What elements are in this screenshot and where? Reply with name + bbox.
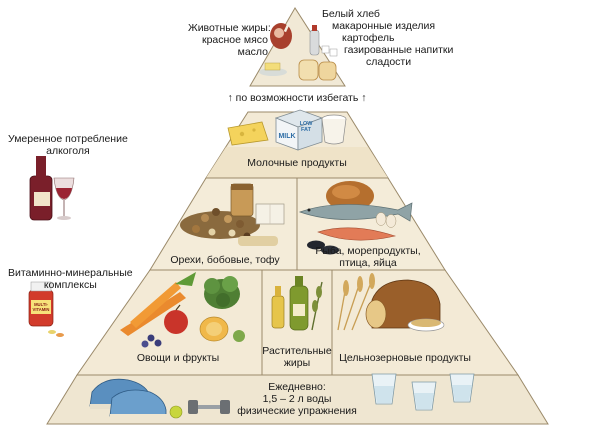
refined-carbs-line-4: газированные напитки (344, 44, 454, 56)
alcohol-line-1: Умеренное потребление (8, 133, 128, 145)
vitamins-label: Витаминно-минеральные комплексы (8, 267, 133, 291)
vitamins-line-2: комплексы (43, 279, 97, 291)
daily-label: Ежедневно: 1,5 – 2 л воды физические упр… (237, 381, 357, 417)
milk-carton-icon: LOW FAT MILK (274, 109, 324, 151)
sugar-icon (321, 45, 338, 57)
dairy-label: Молочные продукты (247, 157, 347, 169)
cheese-icon (227, 121, 269, 146)
alcohol-label: Умеренное потребление алкоголя (8, 133, 128, 157)
vitamin-bottle-icon: MULTI- VITAMIN (28, 281, 64, 337)
oils-label: Растительные жиры (262, 345, 331, 369)
daily-line-2: 1,5 – 2 л воды (262, 393, 332, 405)
refined-carbs-line-5: сладости (366, 56, 412, 68)
avoid-note: ↑ по возможности избегать ↑ (227, 92, 367, 104)
vitamins-line-1: Витаминно-минеральные (8, 267, 133, 279)
band-dairy (206, 147, 388, 178)
oils-line-1: Растительные (262, 345, 332, 357)
carton-text-2: FAT (301, 127, 312, 133)
daily-line-3: физические упражнения (237, 405, 357, 417)
animal-fats-line-3: масло (237, 46, 268, 58)
wine-bottle-icon (29, 156, 53, 221)
carton-text-1: LOW (300, 121, 314, 127)
soda-bottle-icon (309, 25, 320, 56)
sneakers-icon (89, 378, 168, 419)
butter-icon (259, 62, 287, 76)
oil-bottles-icon (271, 276, 323, 331)
dumbbell-icon (188, 400, 230, 414)
refined-carbs-line-3: картофель (342, 32, 395, 44)
vitamin-text-1: MULTI- (34, 302, 48, 307)
grains-label: Цельнозерновые продукты (339, 352, 471, 364)
water-glass-icon (371, 373, 397, 405)
vegetables-fruits-icon (120, 272, 245, 348)
animal-fats-line-1: Животные жиры: (188, 22, 271, 34)
nuts-label: Орехи, бобовые, тофу (170, 254, 280, 266)
oils-line-2: жиры (283, 357, 311, 369)
daily-line-1: Ежедневно: (268, 381, 326, 393)
fish-line-1: Рыба, морепродукты, (315, 245, 421, 257)
nuts-beans-icon (180, 183, 285, 246)
refined-carbs-line-2: макаронные изделия (332, 20, 436, 32)
bread-icon (298, 59, 337, 81)
animal-fats-line-2: красное мясо (201, 34, 268, 46)
fish-label: Рыба, морепродукты, птица, яйца (315, 245, 420, 269)
water-glass-icon (411, 381, 437, 411)
whole-grains-icon (337, 273, 445, 332)
veg-label: Овощи и фрукты (136, 352, 220, 364)
tennis-ball-icon (169, 405, 183, 419)
wine-glass-icon (53, 177, 75, 220)
fish-line-2: птица, яйца (339, 257, 397, 269)
water-glass-icon (449, 373, 475, 403)
fish-poultry-icon (298, 181, 413, 255)
yogurt-cup-icon (321, 114, 347, 145)
animal-fats-label: Животные жиры: красное мясо масло (188, 22, 271, 58)
carton-text-3: MILK (278, 133, 295, 140)
vitamin-text-2: VITAMIN (33, 307, 50, 312)
alcohol-line-2: алкоголя (46, 145, 90, 157)
refined-carbs-label: Белый хлеб макаронные изделия картофель … (322, 8, 453, 68)
refined-carbs-line-1: Белый хлеб (322, 8, 380, 20)
meat-icon (270, 22, 292, 49)
